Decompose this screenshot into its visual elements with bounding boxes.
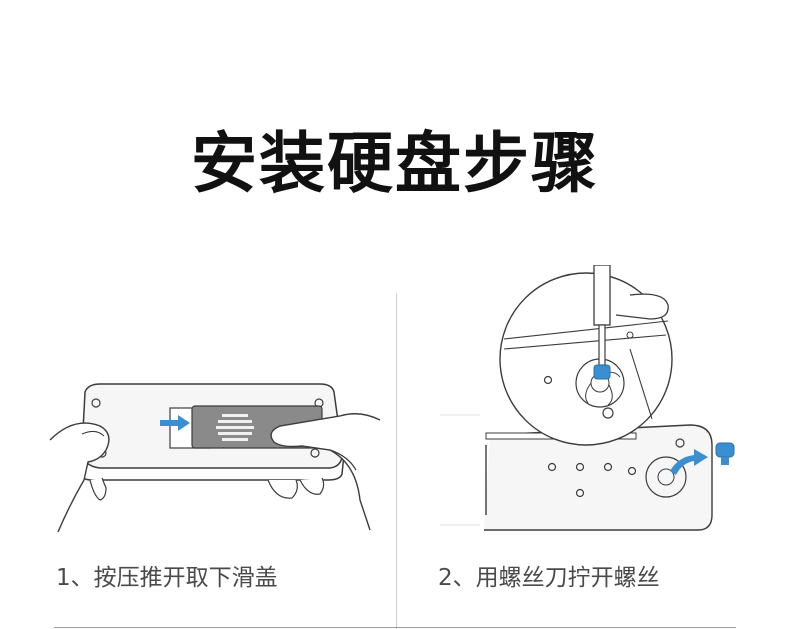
step-2-caption: 2、用螺丝刀拧开螺丝	[438, 565, 660, 591]
bottom-rule	[54, 627, 736, 628]
removed-screw-icon	[715, 442, 735, 465]
step-2-illustration	[440, 265, 735, 531]
screw-icon	[593, 364, 611, 380]
step-1-illustration	[49, 383, 381, 533]
extract-arrow-icon	[670, 449, 708, 475]
page-title: 安装硬盘步骤	[191, 125, 599, 202]
step-1-caption: 1、按压推开取下滑盖	[56, 565, 278, 591]
screwdriver-icon	[593, 265, 611, 366]
push-arrow-icon	[160, 415, 190, 431]
vent-grille	[216, 414, 254, 441]
step-divider	[396, 293, 397, 629]
